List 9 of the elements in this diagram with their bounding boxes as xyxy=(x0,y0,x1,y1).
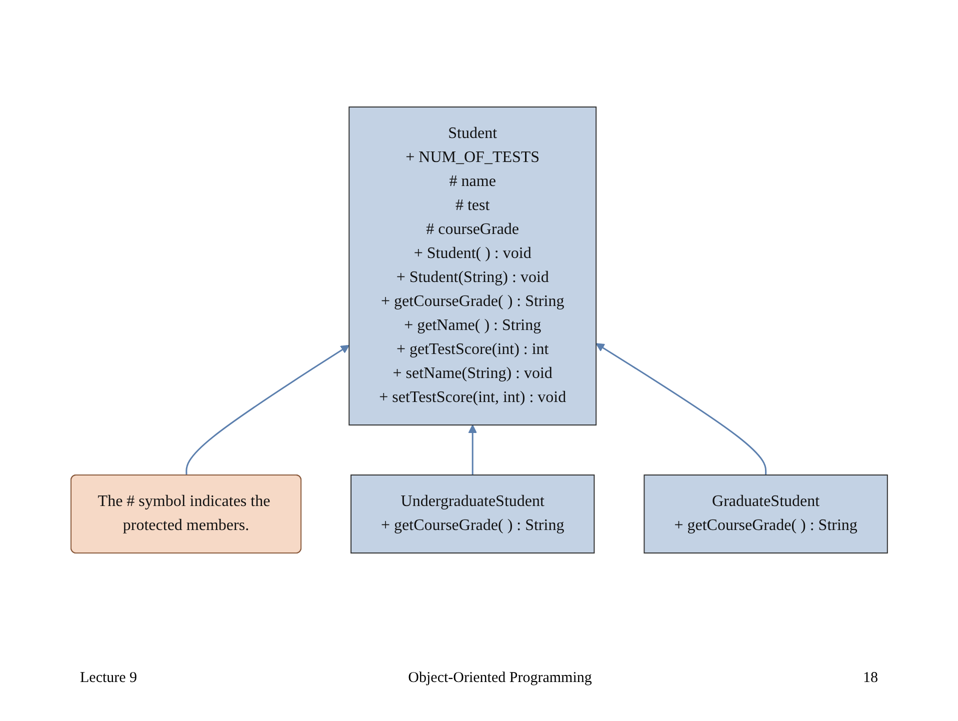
arrow xyxy=(185,344,350,476)
footer-text: Object-Oriented Programming xyxy=(408,670,592,687)
node-box: Student + NUM_OF_TESTS # name # test # courseGrade + Student( ) : void + Student(String) : void + getCourseGrade( ) : String + getName( ) : String + getTestScore(int) : int + setName(String) : void + setTestScore(int, int) : void xyxy=(348,106,596,426)
arrow xyxy=(596,343,766,475)
node-box: GraduateStudent + getCourseGrade( ) : String xyxy=(644,474,888,554)
footer-text: 18 xyxy=(862,670,878,687)
footer-text: Lecture 9 xyxy=(80,670,138,687)
node-box: UndergraduateStudent + getCourseGrade( ) : String xyxy=(350,474,594,554)
arrow xyxy=(468,424,477,475)
